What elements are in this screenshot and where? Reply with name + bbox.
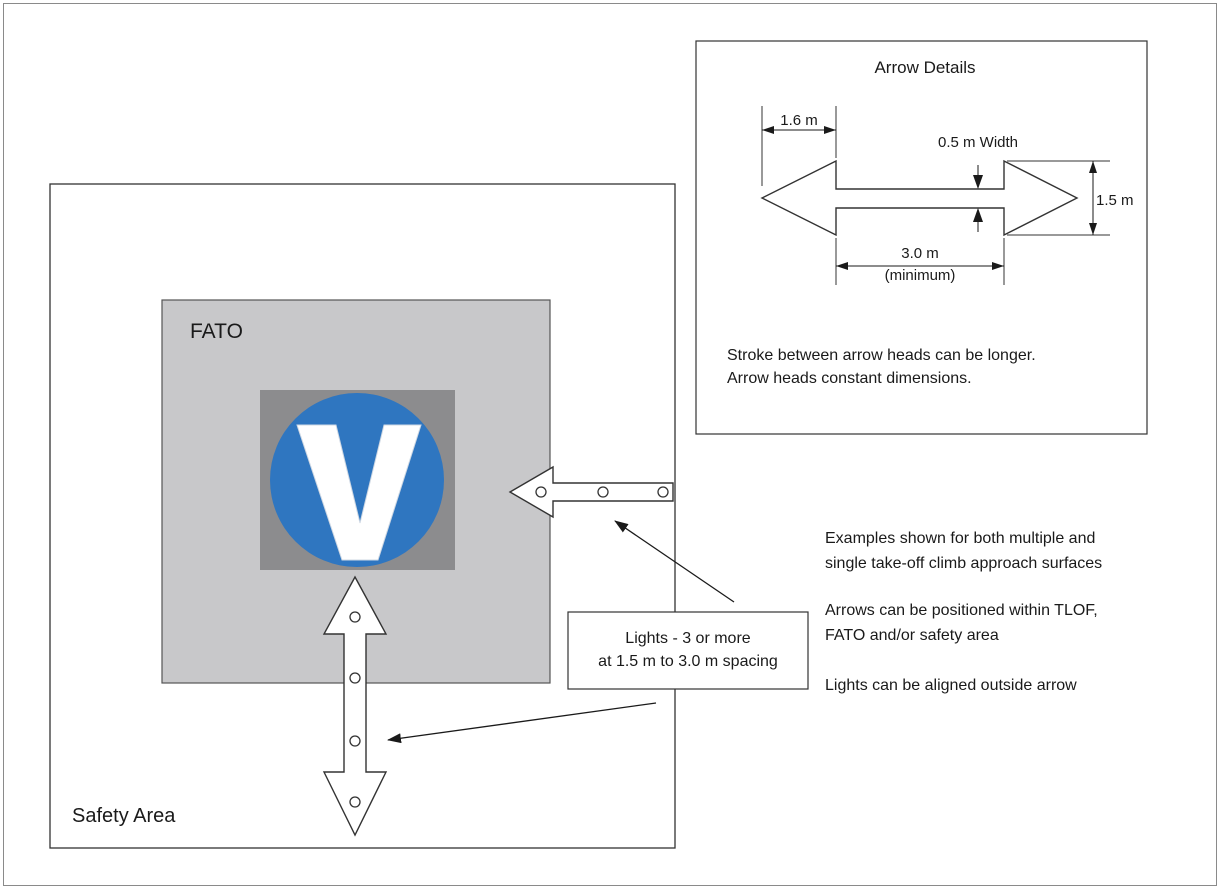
note-lights-alignment: Lights can be aligned outside arrow <box>825 677 1077 694</box>
light-v-1 <box>349 611 361 623</box>
leader-to-horizontal-arrow <box>614 520 735 603</box>
detail-double-arrow <box>760 159 1079 237</box>
leader-to-vertical-arrow <box>387 702 657 744</box>
lights-callout-line2: at 1.5 m to 3.0 m spacing <box>598 653 778 670</box>
arrow-details-title: Arrow Details <box>874 58 975 77</box>
note-examples-line1: Examples shown for both multiple and <box>825 530 1095 547</box>
light-h-1 <box>535 486 547 498</box>
light-h-2 <box>597 486 609 498</box>
dim-stroke-width-label: 0.5 m Width <box>938 134 1018 151</box>
horizontal-approach-arrow <box>508 465 674 519</box>
note-positioning-line1: Arrows can be positioned within TLOF, <box>825 602 1098 619</box>
arrow-details-note-2: Arrow heads constant dimensions. <box>727 370 972 387</box>
dim-head-width-label: 1.5 m <box>1096 192 1134 209</box>
vertical-approach-arrow <box>322 575 388 837</box>
light-h-3 <box>657 486 669 498</box>
fato-label: FATO <box>190 320 243 343</box>
lights-callout-line1: Lights - 3 or more <box>625 630 750 647</box>
arrow-details-note-1: Stroke between arrow heads can be longer… <box>727 347 1036 364</box>
note-positioning-line2: FATO and/or safety area <box>825 627 999 644</box>
light-v-3 <box>349 735 361 747</box>
dim-stroke-length-label: 3.0 m <box>901 245 939 262</box>
note-examples-line2: single take-off climb approach surfaces <box>825 555 1102 572</box>
light-v-2 <box>349 672 361 684</box>
light-v-4 <box>349 796 361 808</box>
lights-callout-box <box>567 611 809 690</box>
arrow-details-box <box>695 40 1148 435</box>
safety-area-label: Safety Area <box>72 805 176 827</box>
diagram-frame <box>3 3 1217 886</box>
dim-stroke-length-note: (minimum) <box>885 267 956 284</box>
v-letter-icon <box>296 424 422 561</box>
dim-head-length-label: 1.6 m <box>780 112 818 129</box>
